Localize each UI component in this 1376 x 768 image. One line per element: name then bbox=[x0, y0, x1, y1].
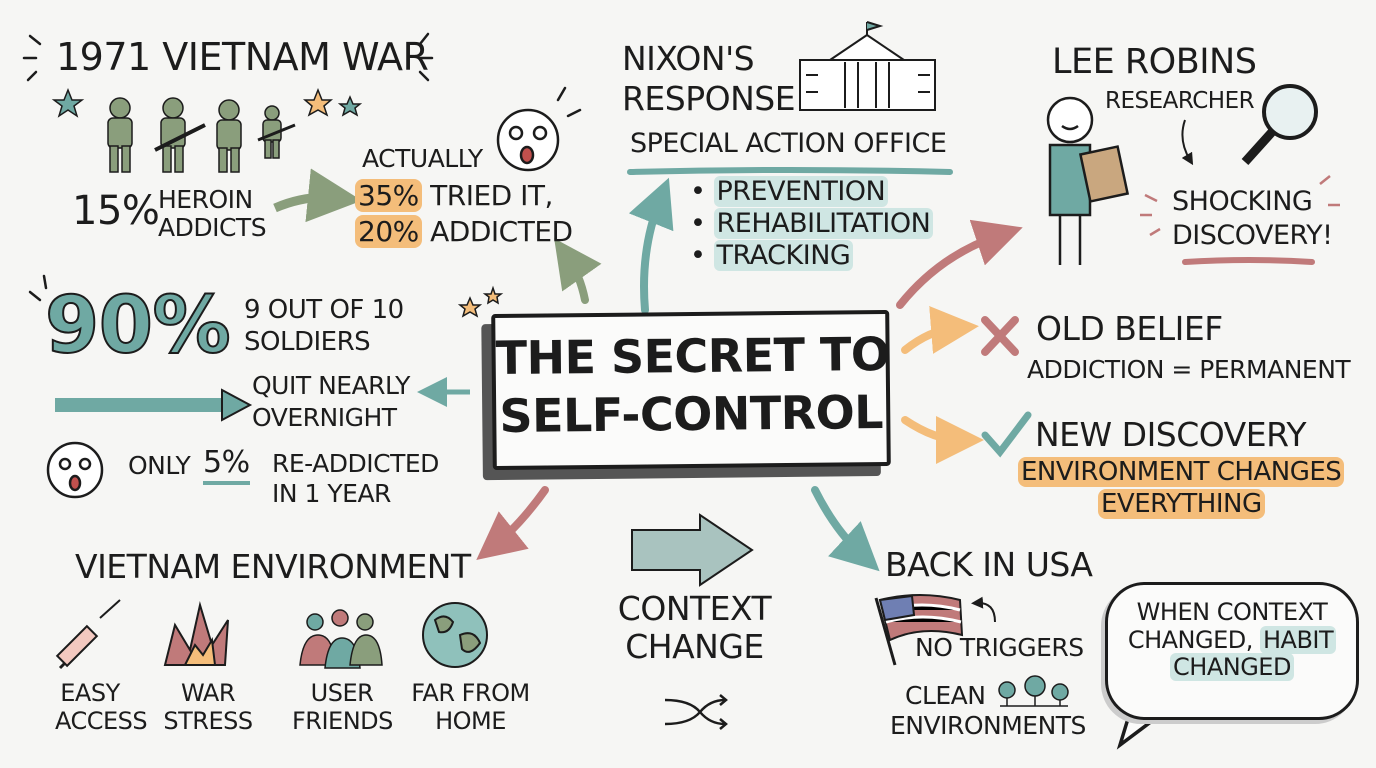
group-icon bbox=[299, 609, 383, 669]
explosion-icon bbox=[163, 601, 229, 666]
nixon-heading-1: NIXON'S bbox=[622, 39, 755, 78]
bullet-tracking: • TRACKING bbox=[690, 240, 854, 271]
only-label: ONLY bbox=[128, 451, 191, 480]
quote-line-3: CHANGED bbox=[1170, 653, 1294, 682]
quote-line-1: WHEN CONTEXT bbox=[1136, 598, 1328, 626]
shocking-label: SHOCKING bbox=[1172, 186, 1313, 217]
title-line-1: THE SECRET TO bbox=[495, 326, 890, 386]
magnifier-icon bbox=[1241, 84, 1318, 166]
heroin-label-2: ADDICTS bbox=[158, 213, 267, 242]
quote-line-2b: HABIT bbox=[1260, 625, 1337, 654]
heroin-stat: 15% bbox=[72, 188, 160, 234]
new-discovery-heading: NEW DISCOVERY bbox=[1035, 415, 1307, 454]
tried-label: TRIED IT, bbox=[430, 179, 553, 212]
special-action-office: SPECIAL ACTION OFFICE bbox=[630, 128, 947, 159]
discovery-label: DISCOVERY! bbox=[1172, 220, 1333, 251]
environments-label: ENVIRONMENTS bbox=[890, 711, 1086, 740]
in-one-year: IN 1 YEAR bbox=[272, 479, 391, 508]
bullet-rehabilitation: • REHABILITATION bbox=[690, 208, 934, 239]
researcher-label: RESEARCHER bbox=[1105, 88, 1255, 114]
context-arrow-icon bbox=[631, 513, 754, 587]
clean-label: CLEAN bbox=[905, 681, 986, 710]
soldiers-icon bbox=[107, 97, 296, 173]
trees-icon bbox=[998, 675, 1069, 707]
heroin-label-1: HEROIN bbox=[158, 185, 253, 214]
no-triggers-label: NO TRIGGERS bbox=[915, 633, 1084, 662]
arrow-icon bbox=[273, 168, 362, 223]
readdicted-label: RE-ADDICTED bbox=[272, 449, 439, 478]
back-in-usa-heading: BACK IN USA bbox=[885, 545, 1093, 584]
addicted-label: ADDICTED bbox=[430, 215, 573, 248]
globe-icon bbox=[422, 602, 488, 668]
old-belief-heading: OLD BELIEF bbox=[1036, 309, 1223, 348]
vietnam-environment-heading: VIETNAM ENVIRONMENT bbox=[75, 547, 471, 586]
readdict-pct: 5% bbox=[203, 445, 250, 485]
usa-flag-icon bbox=[874, 594, 964, 666]
star-icon bbox=[51, 87, 504, 318]
title-line-2: SELF-CONTROL bbox=[499, 384, 884, 443]
white-house-icon bbox=[799, 21, 936, 111]
tried-pct: 35% bbox=[355, 179, 422, 212]
actually-label: ACTUALLY bbox=[362, 144, 483, 173]
new-discovery-text-2: EVERYTHING bbox=[1098, 489, 1265, 519]
sparkle-icon bbox=[22, 32, 582, 302]
bullet-prevention: • PREVENTION bbox=[690, 176, 889, 207]
nixon-heading-2: RESPONSE bbox=[622, 79, 796, 118]
quit-nearly: QUIT NEARLY bbox=[252, 371, 410, 400]
overnight: OVERNIGHT bbox=[252, 403, 397, 432]
check-mark-icon bbox=[981, 411, 1032, 458]
addicted-pct: 20% bbox=[355, 215, 422, 248]
quote-line-2a: CHANGED, bbox=[1127, 625, 1254, 654]
shuffle-icon bbox=[664, 694, 728, 730]
soldiers-label: SOLDIERS bbox=[244, 327, 371, 357]
old-belief-text: ADDICTION = PERMANENT bbox=[1027, 355, 1351, 384]
nine-of-ten: 9 OUT OF 10 bbox=[244, 295, 404, 325]
x-mark-icon bbox=[981, 316, 1019, 356]
lee-robins-heading: LEE ROBINS bbox=[1052, 42, 1257, 82]
quote-speech-bubble: WHEN CONTEXT CHANGED, HABIT CHANGED bbox=[1105, 582, 1359, 720]
vietnam-war-heading: 1971 VIETNAM WAR bbox=[56, 35, 429, 79]
new-discovery-text-1: ENVIRONMENT CHANGES bbox=[1018, 457, 1345, 487]
researcher-figure-icon bbox=[1046, 96, 1130, 265]
ninety-percent: 90% bbox=[44, 280, 232, 371]
central-title-box: THE SECRET TO SELF-CONTROL bbox=[491, 309, 891, 471]
shocked-face-icon bbox=[46, 108, 560, 499]
syringe-icon bbox=[55, 599, 121, 670]
